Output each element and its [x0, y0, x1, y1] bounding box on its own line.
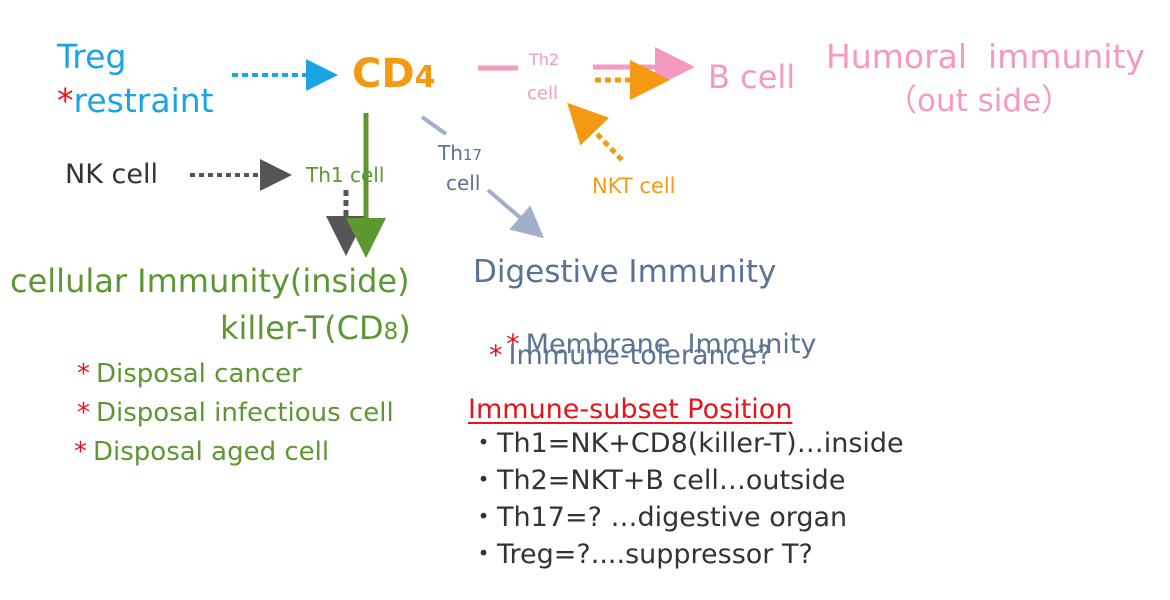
asterisk: * — [74, 437, 87, 467]
node-th17-line2: cell — [446, 171, 481, 195]
asterisk: * — [57, 81, 74, 120]
asterisk: * — [506, 329, 520, 360]
node-th1-cell: Th1 cell — [306, 163, 385, 187]
node-th17-sub: 17 — [462, 146, 482, 164]
position-item: ・Treg=?....suppressor T? — [470, 539, 813, 570]
cellular-title: cellular Immunity(inside) — [10, 262, 410, 300]
cellular-item-text: Disposal infectious cell — [96, 398, 394, 428]
cellular-item: *Disposal cancer — [77, 361, 302, 387]
position-item: ・Th1=NK+CD8(killer-T)…inside — [470, 428, 904, 459]
asterisk: * — [77, 398, 90, 428]
node-cd4-sub: 4 — [414, 60, 436, 95]
digestive-item: *Immune-tolerance? — [489, 342, 771, 369]
node-th2-line2: cell — [527, 83, 558, 104]
node-humoral-line2: （out side） — [886, 83, 1073, 119]
node-th17-main: Th — [438, 141, 463, 165]
node-nkt-cell: NKT cell — [592, 174, 676, 198]
node-th17-line1: Th17 — [438, 143, 482, 163]
cellular-item: *Disposal infectious cell — [77, 400, 394, 426]
cellular-item-text: Disposal cancer — [96, 359, 302, 389]
digestive-item: *Membrane Immunity — [489, 304, 816, 358]
asterisk: * — [77, 359, 90, 389]
position-title: Immune-subset Position — [468, 394, 793, 425]
killer-sub: 8 — [383, 319, 399, 345]
cellular-item: *Disposal aged cell — [74, 439, 329, 465]
node-cd4-main: CD — [352, 51, 415, 97]
node-restraint-line: *restraint — [57, 84, 214, 117]
killer-close: ) — [398, 309, 411, 347]
line-cd4-to-th17 — [420, 115, 448, 136]
position-item: ・Th2=NKT+B cell…outside — [470, 465, 846, 496]
killer-main: killer-T(CD — [220, 309, 384, 347]
digestive-title: Digestive Immunity — [473, 254, 777, 290]
cellular-killer-t: killer-T(CD8) — [220, 312, 411, 344]
arrow-nkt-to-th2 — [567, 102, 624, 162]
position-item: ・Th17=? …digestive organ — [470, 502, 848, 533]
node-b-cell: B cell — [708, 58, 796, 96]
node-treg: Treg — [57, 37, 127, 76]
arrow-th17-to-digestive — [486, 188, 545, 239]
node-th2-line1: Th2 — [529, 50, 560, 69]
asterisk: * — [489, 340, 503, 371]
digestive-item-text: Membrane Immunity — [525, 329, 817, 360]
node-nk-cell: NK cell — [65, 159, 158, 190]
node-restraint: restraint — [73, 81, 214, 120]
node-cd4: CD4 — [352, 54, 435, 94]
node-humoral-line1: Humoral immunity — [826, 37, 1145, 76]
cellular-item-text: Disposal aged cell — [93, 437, 330, 467]
digestive-item-text: Immune-tolerance? — [508, 340, 772, 371]
